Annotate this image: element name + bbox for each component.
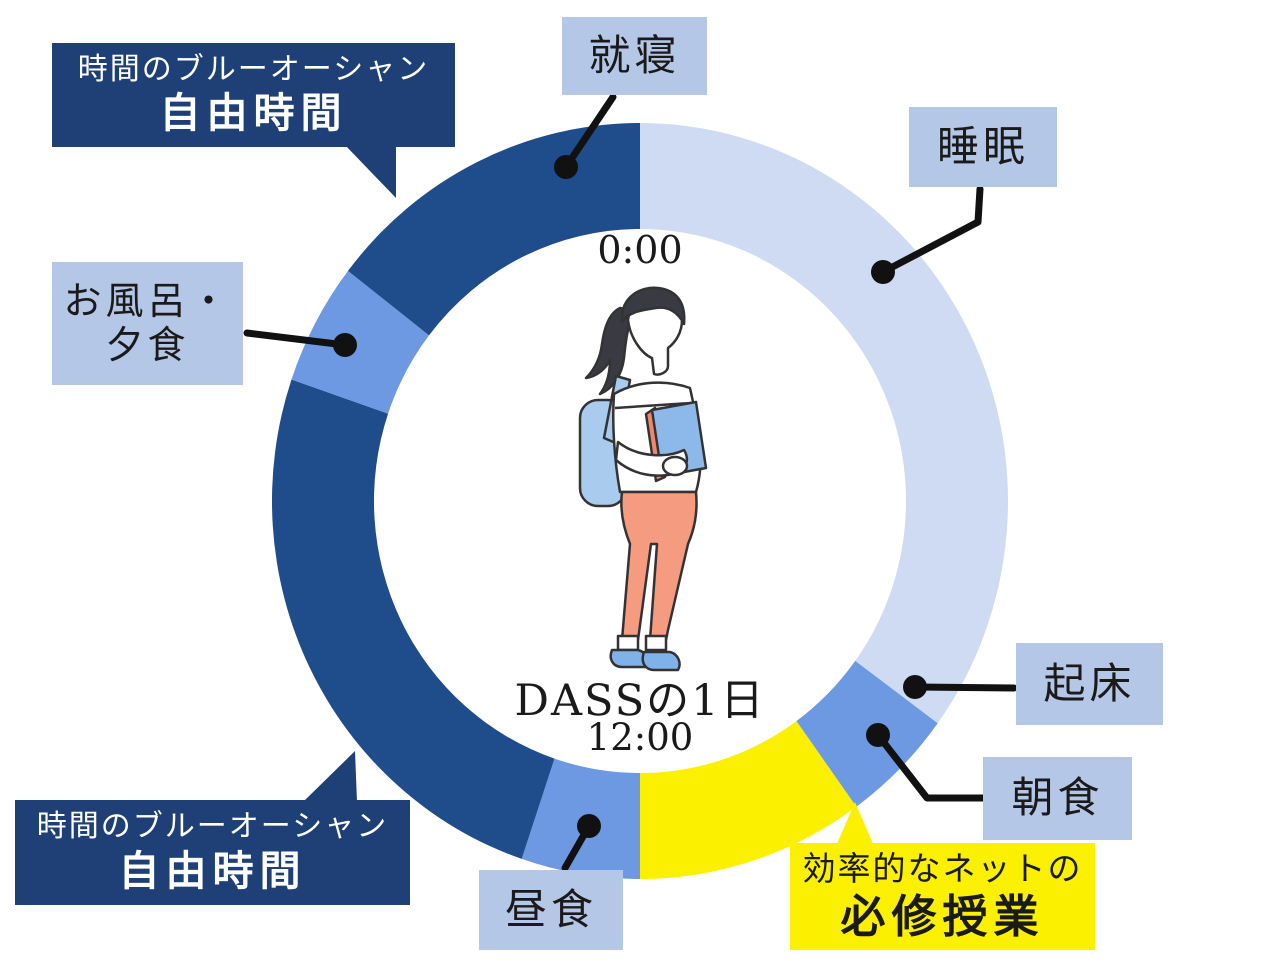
label-bath-dinner-line1: お風呂・ [63, 278, 232, 323]
callout-free-time-top: 時間のブルーオーシャン 自由時間 [52, 43, 455, 147]
callout-tails [303, 145, 874, 846]
chart-title: DASSの1日 [514, 676, 766, 726]
dot-sleep [871, 260, 895, 284]
label-sleep: 睡眠 [909, 107, 1057, 187]
leader-sleep [879, 185, 984, 276]
sock-left [616, 634, 640, 652]
segment-sleep [640, 123, 1008, 724]
callout-free-time-top-line2: 自由時間 [159, 89, 348, 138]
tail-callout-top-left [345, 145, 396, 198]
hand [661, 455, 689, 477]
callout-free-time-bottom-line2: 自由時間 [118, 846, 307, 895]
label-breakfast: 朝食 [983, 757, 1132, 840]
leader-breakfast [874, 731, 989, 802]
callout-online-classes-line1: 効率的なネットの [802, 848, 1083, 888]
dot-wake [903, 675, 927, 699]
segment-free-time-afternoon [271, 379, 555, 859]
leader-bedtime [562, 93, 617, 171]
segment-online-classes [640, 721, 857, 879]
callout-free-time-bottom-line1: 時間のブルーオーシャン [36, 809, 389, 845]
leader-dots [333, 155, 927, 838]
dot-bath [333, 333, 357, 357]
callout-free-time-bottom: 時間のブルーオーシャン 自由時間 [15, 800, 410, 905]
dot-breakfast [866, 723, 890, 747]
callout-online-classes: 効率的なネットの 必修授業 [790, 843, 1095, 950]
clock-label-midnight: 0:00 [597, 228, 683, 272]
pants [620, 490, 698, 642]
label-lunch: 昼食 [479, 870, 623, 950]
tail-callout-bottom-left [303, 751, 357, 802]
blouse-seam [614, 401, 692, 410]
donut-segments [271, 123, 1008, 879]
hair-ponytail [584, 306, 638, 396]
callout-free-time-top-line1: 時間のブルーオーシャン [77, 51, 430, 87]
label-bedtime: 就寝 [562, 17, 707, 95]
label-wake: 起床 [1016, 643, 1163, 725]
leader-wake [911, 683, 1018, 692]
dot-bedtime [554, 155, 578, 179]
leader-lines [243, 93, 1018, 872]
tail-callout-classes [836, 802, 874, 846]
segment-bath-dinner [291, 270, 429, 414]
leader-bath [243, 329, 349, 349]
clock-label-noon: 12:00 [586, 716, 694, 759]
label-bath-dinner-line2: 夕食 [105, 322, 190, 367]
sneaker-right [641, 650, 681, 672]
label-bath-dinner: お風呂・ 夕食 [52, 262, 243, 385]
hair-top [620, 286, 686, 326]
callout-online-classes-line2: 必修授業 [840, 890, 1045, 943]
dot-lunch [577, 814, 601, 838]
sock-right [644, 634, 668, 652]
student-illustration [578, 286, 708, 672]
